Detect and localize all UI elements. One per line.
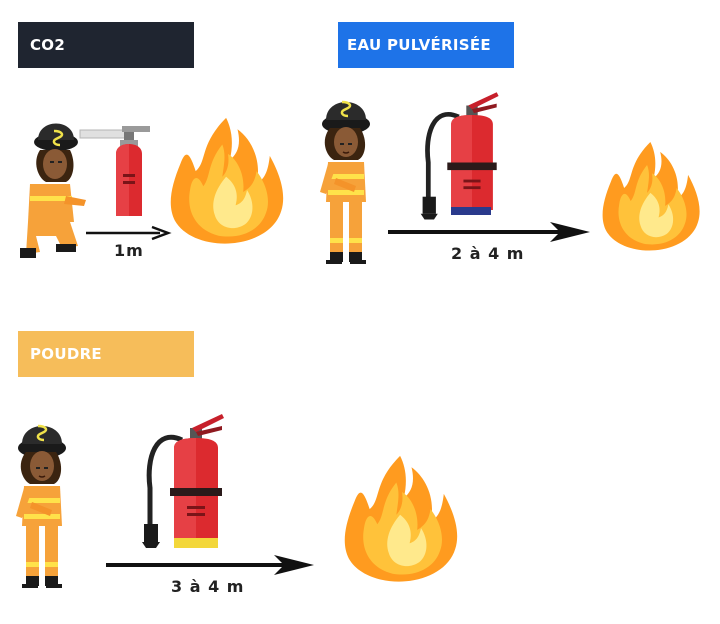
arrow-icon bbox=[106, 555, 314, 575]
firefighter-icon bbox=[20, 123, 86, 258]
fire-icon bbox=[602, 142, 700, 251]
powder-label: POUDRE bbox=[18, 331, 194, 377]
co2-extinguisher-icon bbox=[79, 126, 150, 216]
co2-distance: 1m bbox=[114, 241, 144, 260]
water-spray-distance: 2 à 4 m bbox=[451, 244, 525, 263]
extinguisher-icon bbox=[421, 92, 499, 219]
firefighter-icon bbox=[318, 100, 372, 266]
arrow-icon bbox=[86, 225, 172, 241]
powder-distance: 3 à 4 m bbox=[171, 577, 245, 596]
water-spray-label: EAU PULVÉRISÉE bbox=[338, 22, 514, 68]
firefighter-icon bbox=[14, 424, 68, 590]
extinguisher-icon bbox=[142, 414, 224, 548]
co2-label: CO2 bbox=[18, 22, 194, 68]
arrow-icon bbox=[388, 222, 590, 242]
fire-icon bbox=[344, 455, 458, 582]
fire-icon bbox=[170, 117, 284, 244]
